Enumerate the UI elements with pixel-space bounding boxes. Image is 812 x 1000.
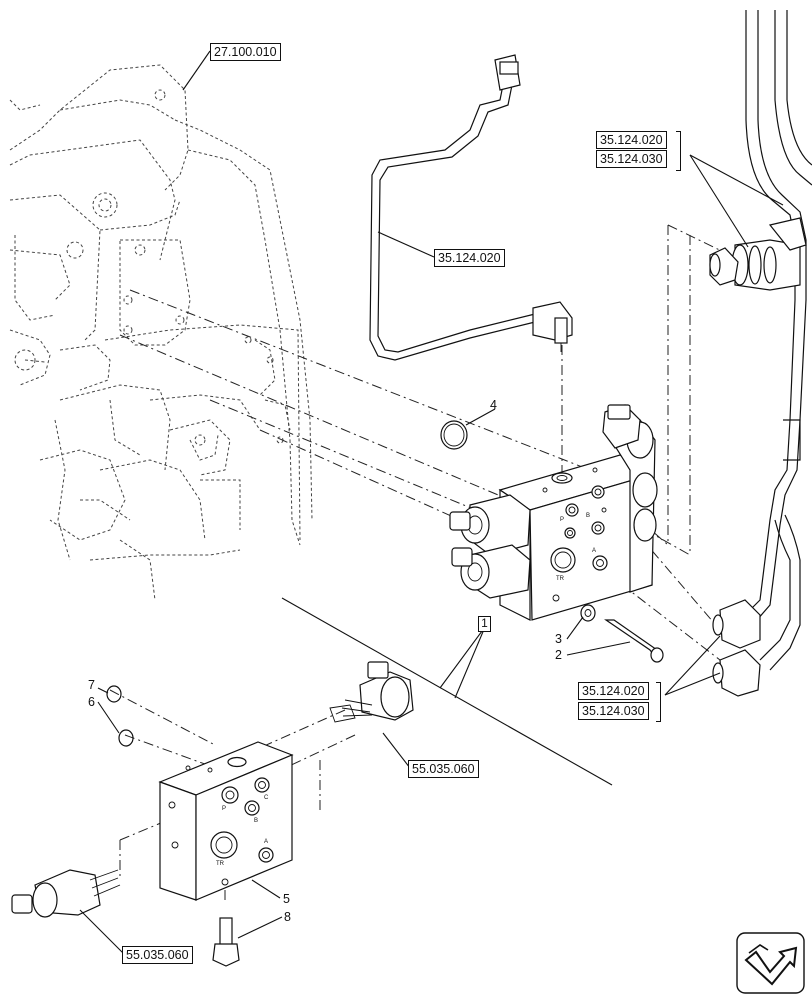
callout-8: 8 xyxy=(284,910,291,924)
upper-connectors xyxy=(709,217,807,291)
frame-ghost-outline xyxy=(9,64,313,601)
solenoid-harness-upper xyxy=(329,661,414,723)
ref-35-124-030-top[interactable]: 35.124.030 xyxy=(596,150,667,168)
ref-55-035-060-lower[interactable]: 55.035.060 xyxy=(122,946,193,964)
reference-leaders xyxy=(79,50,784,956)
leader-1b xyxy=(454,626,486,699)
hydraulic-tubes xyxy=(739,10,812,671)
ref-35-124-020-bottom[interactable]: 35.124.020 xyxy=(578,682,649,700)
callout-5: 5 xyxy=(283,892,290,906)
o-ring-4 xyxy=(440,420,468,450)
ref-55-035-060-upper[interactable]: 55.035.060 xyxy=(408,760,479,778)
port-mark: TR xyxy=(556,576,564,582)
port-mark: P xyxy=(560,517,565,523)
callout-2: 2 xyxy=(555,648,562,662)
port-mark: A xyxy=(592,548,597,554)
o-ring-7 xyxy=(106,685,122,703)
port-mark: A xyxy=(264,839,269,845)
bracket-top xyxy=(676,131,681,171)
nav-arrow-icon[interactable] xyxy=(736,932,805,994)
main-valve-block xyxy=(449,404,658,621)
callout-3: 3 xyxy=(555,632,562,646)
callout-6: 6 xyxy=(88,695,95,709)
washer-and-bolt xyxy=(580,604,664,663)
port-mark: B xyxy=(586,513,591,519)
ref-27-100-010[interactable]: 27.100.010 xyxy=(210,43,281,61)
leader-1a xyxy=(439,626,486,689)
port-mark: P xyxy=(222,806,227,812)
bracket-bottom xyxy=(656,682,661,722)
section-line xyxy=(281,597,613,786)
ref-35-124-020-top[interactable]: 35.124.020 xyxy=(596,131,667,149)
elbow-fittings xyxy=(712,599,761,697)
callout-4: 4 xyxy=(490,398,497,412)
o-ring-6 xyxy=(118,729,134,747)
port-mark: C xyxy=(264,795,269,801)
callout-7: 7 xyxy=(88,678,95,692)
sensor-tube xyxy=(369,54,573,361)
bolt-8 xyxy=(212,917,240,967)
port-mark: TR xyxy=(216,861,224,867)
callout-1: 1 xyxy=(478,616,491,632)
lower-valve-block xyxy=(158,741,294,901)
ref-35-124-020-tube[interactable]: 35.124.020 xyxy=(434,249,505,267)
port-mark: B xyxy=(254,818,259,824)
solenoid-harness-lower xyxy=(11,869,121,918)
ref-35-124-030-bottom[interactable]: 35.124.030 xyxy=(578,702,649,720)
